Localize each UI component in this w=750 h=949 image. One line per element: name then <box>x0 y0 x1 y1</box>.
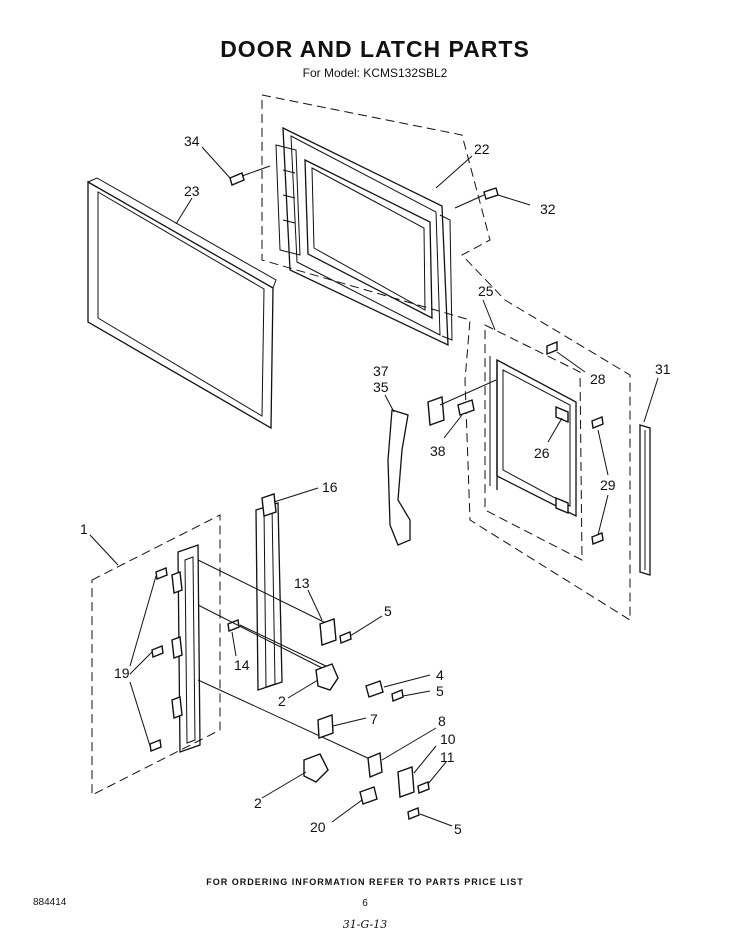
callout-20: 20 <box>310 819 326 835</box>
page-title: DOOR AND LATCH PARTS <box>220 36 530 62</box>
ordering-note: FOR ORDERING INFORMATION REFER TO PARTS … <box>206 877 524 887</box>
callout-8: 8 <box>438 713 446 729</box>
projection-lines <box>197 559 373 761</box>
actuator-20 <box>359 786 378 805</box>
screw-34 <box>229 165 271 186</box>
switch-10 <box>397 766 415 798</box>
callout-2b: 2 <box>254 795 262 811</box>
latch-housing-part <box>171 544 201 753</box>
callout-1: 1 <box>80 521 88 537</box>
callout-7: 7 <box>370 711 378 727</box>
callout-5b: 5 <box>436 683 444 699</box>
latch-arm-35 <box>387 379 497 546</box>
callout-34: 34 <box>184 133 200 149</box>
latch-channel-16 <box>255 493 283 691</box>
callout-14: 14 <box>234 657 250 673</box>
plate-7 <box>317 714 334 739</box>
latch-frame-part <box>484 324 583 561</box>
screw-5b <box>391 689 404 702</box>
latch-bar-31 <box>639 424 651 576</box>
callout-5a: 5 <box>384 603 392 619</box>
callout-11: 11 <box>440 749 455 765</box>
document-number: 884414 <box>33 897 67 908</box>
callout-25: 25 <box>478 283 494 299</box>
callout-35: 35 <box>373 379 389 395</box>
callout-16: 16 <box>322 479 338 495</box>
callout-38: 38 <box>430 443 446 459</box>
door-panel-part <box>87 177 277 430</box>
callout-19: 19 <box>114 665 130 681</box>
callout-32: 32 <box>540 201 556 217</box>
leader-lines <box>89 146 659 827</box>
callout-23: 23 <box>184 183 200 199</box>
screws-19 <box>149 567 168 752</box>
screw-5a <box>339 631 352 644</box>
latch-cam-2a <box>315 663 339 691</box>
callout-10: 10 <box>440 731 456 747</box>
callout-2a: 2 <box>278 693 286 709</box>
model-subtitle: For Model: KCMS132SBL2 <box>302 66 448 80</box>
callout-4: 4 <box>436 667 444 683</box>
callout-26: 26 <box>534 445 550 461</box>
screw-14 <box>227 619 240 632</box>
callout-31: 31 <box>655 361 671 377</box>
callout-29: 29 <box>600 477 616 493</box>
door-assembly-outline <box>261 94 631 621</box>
callout-22: 22 <box>474 141 490 157</box>
handwritten-note: 31-G-13 <box>342 918 388 931</box>
screw-11 <box>417 781 430 794</box>
latch-lever-13 <box>319 618 337 646</box>
callout-13: 13 <box>294 575 310 591</box>
callout-28: 28 <box>590 371 606 387</box>
door-frame-assembly <box>275 126 453 347</box>
page-number: 6 <box>362 898 368 909</box>
actuator-4 <box>365 680 384 698</box>
switch-8 <box>367 751 383 779</box>
latch-cam-2b <box>303 753 329 783</box>
callout-37: 37 <box>373 363 389 379</box>
screw-5c <box>407 807 420 820</box>
latch-group-outline <box>91 514 221 796</box>
screw-32 <box>454 187 499 209</box>
callout-5c: 5 <box>454 821 462 837</box>
